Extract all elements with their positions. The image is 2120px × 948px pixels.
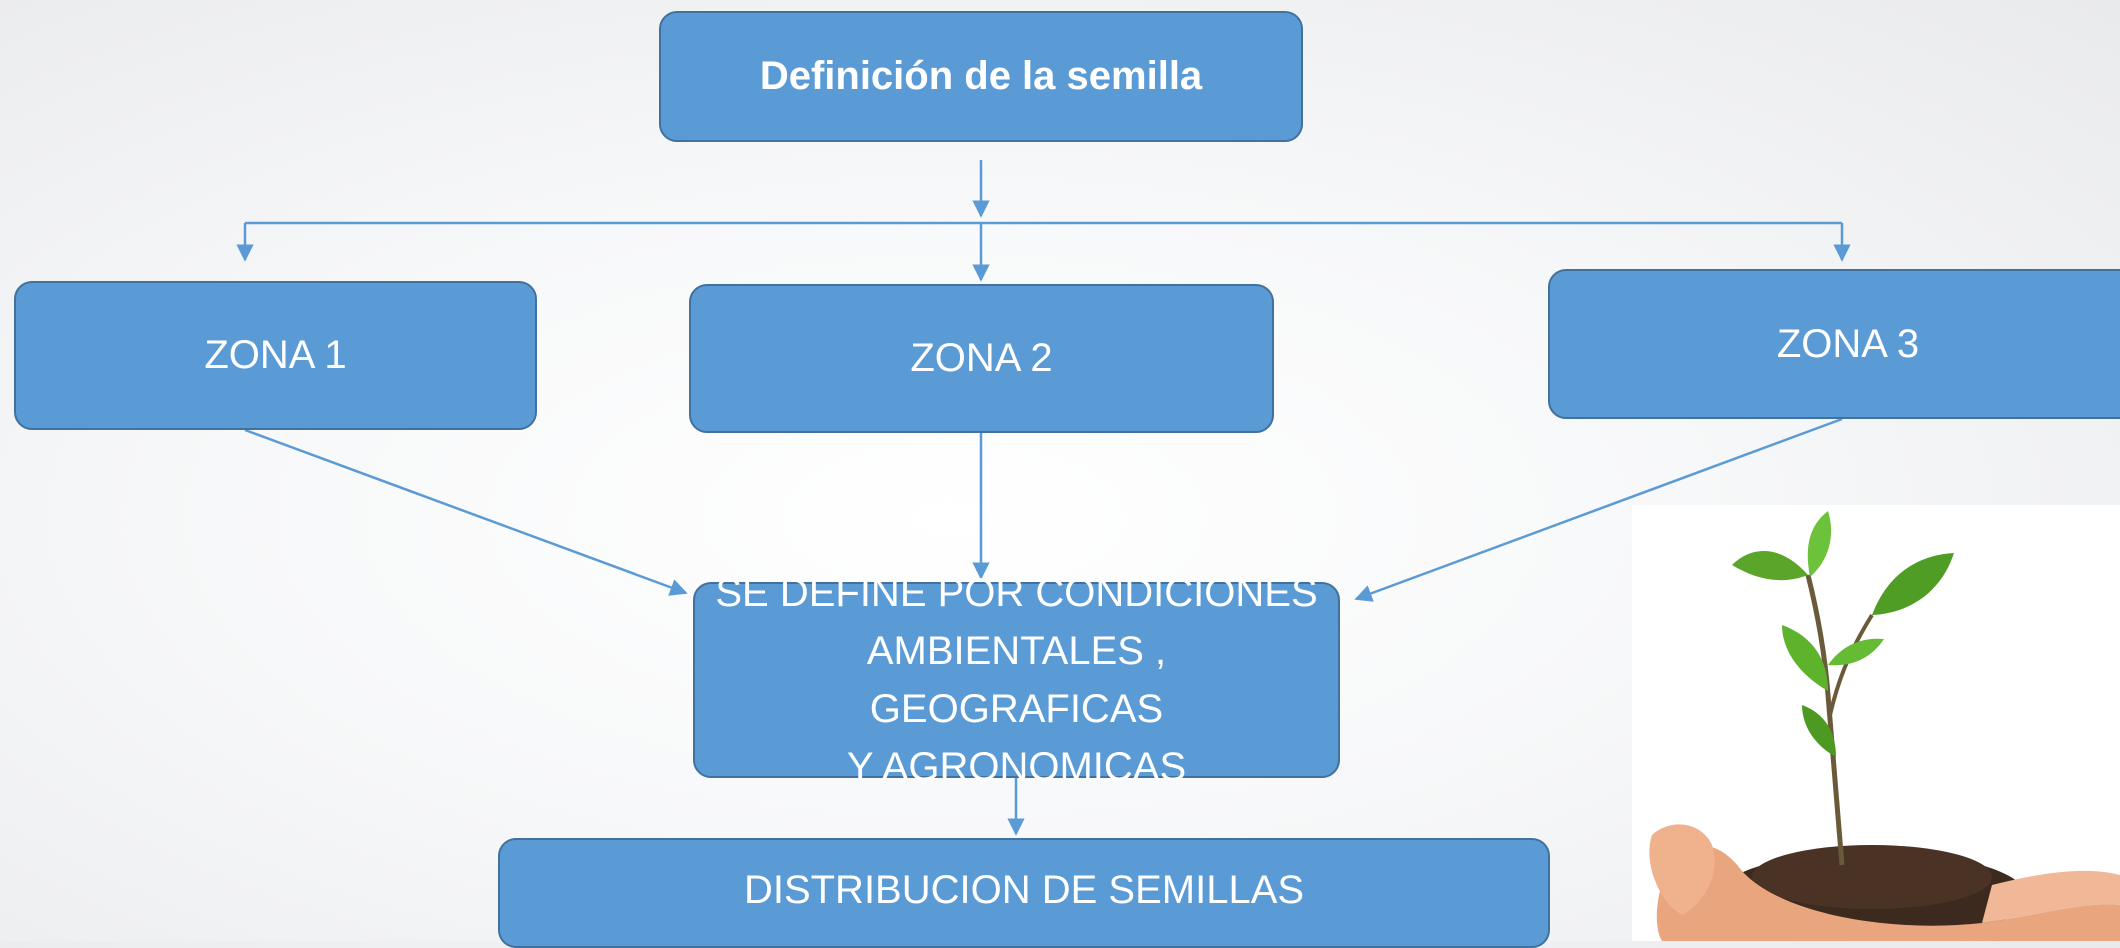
seed-definition-label: Definición de la semilla [759, 54, 1203, 98]
zona-2-label: ZONA 2 [910, 336, 1053, 380]
conditions-box: SE DEFINE POR CONDICIONES AMBIENTALES , … [693, 571, 1340, 789]
seed-distribution-label: DISTRIBUCION DE SEMILLAS [743, 868, 1305, 912]
zona-2-box: ZONA 2 [689, 284, 1274, 433]
conditions-label: SE DEFINE POR CONDICIONES AMBIENTALES , … [715, 571, 1318, 789]
zona-1-box: ZONA 1 [14, 281, 537, 430]
zona-3-label: ZONA 3 [1776, 321, 1920, 366]
seedling-in-hand-icon [1632, 505, 2120, 941]
seed-definition-box: Definición de la semilla [659, 11, 1303, 142]
zona-3-box: ZONA 3 [1548, 269, 2120, 419]
arrow-zona1-to-center [244, 428, 688, 596]
seed-distribution-box: DISTRIBUCION DE SEMILLAS [498, 838, 1550, 948]
arrow-zona3-to-center [1354, 417, 1843, 602]
zona-1-label: ZONA 1 [204, 333, 347, 377]
